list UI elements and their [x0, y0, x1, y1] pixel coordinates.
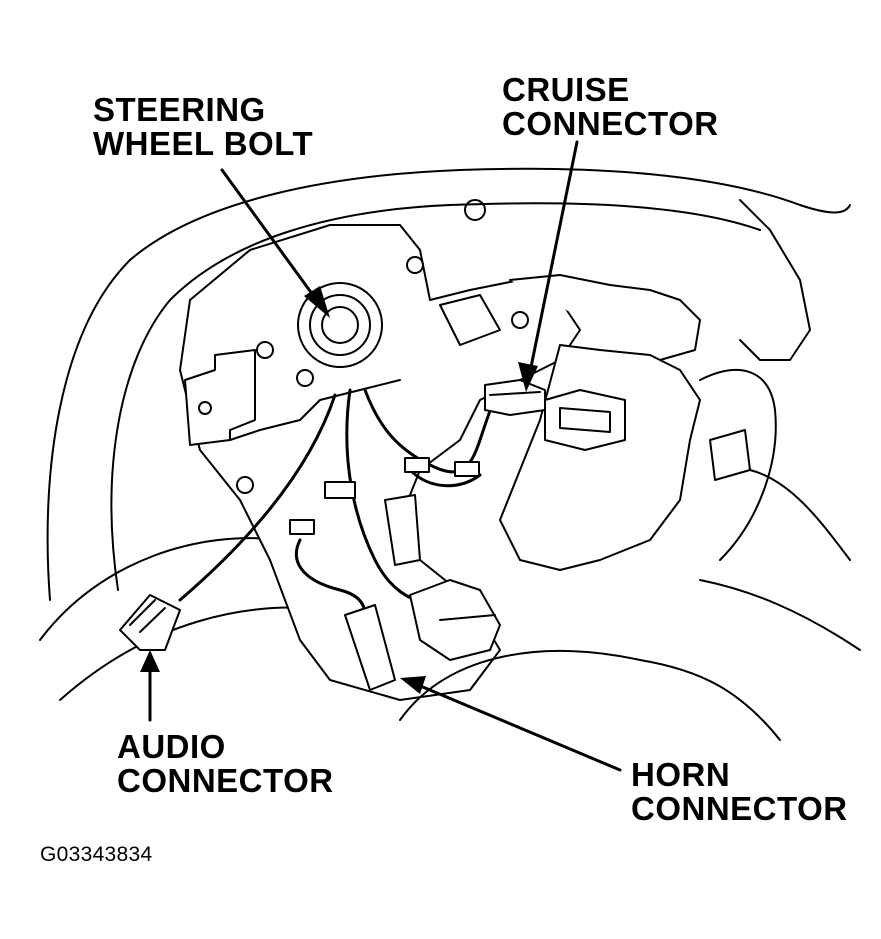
cruise-connector — [484, 379, 546, 416]
left-bracket — [184, 349, 256, 446]
cruise-leader — [528, 140, 579, 374]
cruise-switch-housing — [499, 199, 811, 571]
audio-arrowhead — [140, 650, 160, 672]
airbag-connector — [409, 579, 501, 661]
cruise-arrowhead — [518, 362, 538, 392]
hub-plate — [179, 199, 581, 701]
figure-code: G03343834 — [40, 843, 153, 866]
bolt-leader — [220, 168, 320, 304]
audio-connector-label: AUDIO CONNECTOR — [117, 728, 334, 799]
horn-connector-label: HORN CONNECTOR — [631, 756, 848, 827]
steering-wheel-bolt-label: STEERING WHEEL BOLT — [93, 91, 314, 162]
horn-arrowhead — [400, 676, 426, 694]
cruise-connector-label: CRUISE CONNECTOR — [502, 71, 719, 142]
audio-connector — [119, 594, 181, 651]
wire-clips — [289, 457, 480, 566]
wheel-rim — [39, 167, 861, 701]
horn-connector — [344, 604, 396, 691]
lower-wheel — [399, 649, 781, 741]
leader-arrows — [140, 140, 622, 772]
bolt-arrowhead — [304, 286, 330, 318]
horn-leader — [416, 683, 622, 772]
